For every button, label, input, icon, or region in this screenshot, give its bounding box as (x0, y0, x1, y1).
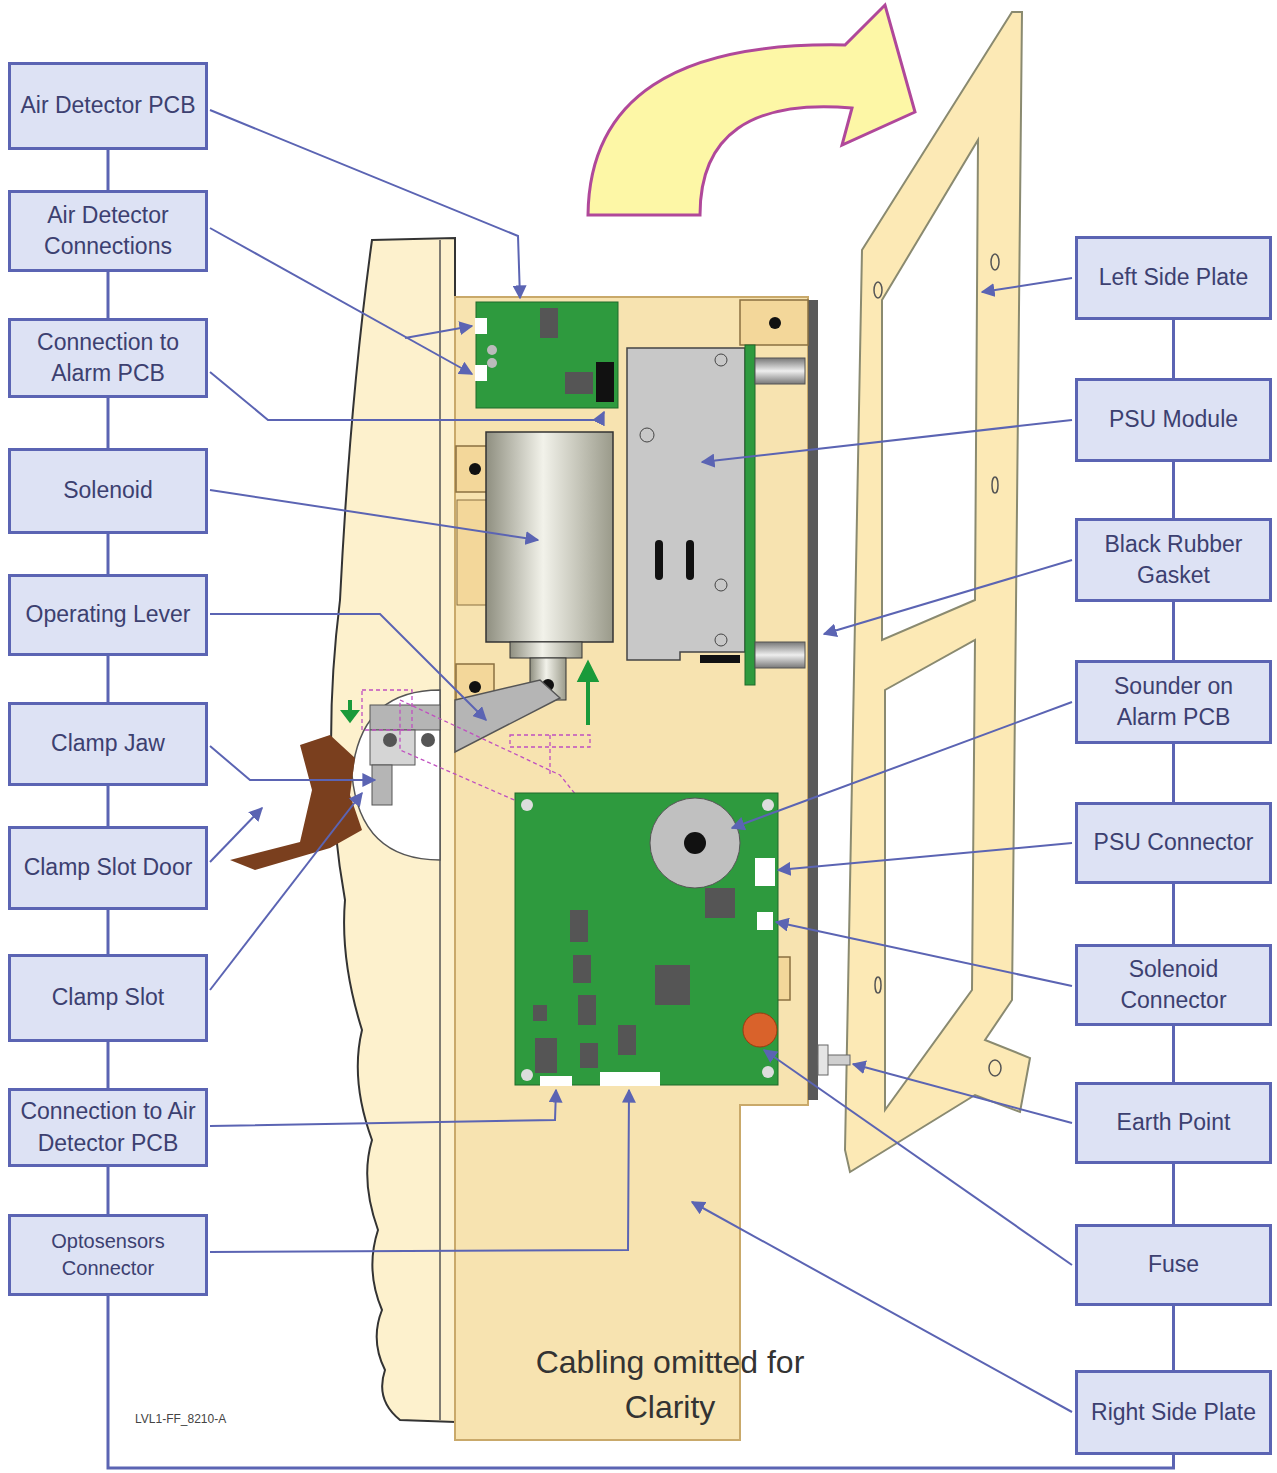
frame-line (107, 786, 110, 826)
frame-line (1172, 602, 1175, 660)
callout-box: Left Side Plate (1075, 236, 1272, 320)
callout-text: Fuse (1148, 1249, 1199, 1280)
callout-box: Clamp Slot (8, 954, 208, 1042)
callout-box: Clamp Jaw (8, 702, 208, 786)
frame-line (1172, 320, 1175, 378)
leader-lines (210, 110, 1072, 1412)
callout-text: PSU Connector (1094, 827, 1254, 858)
callout-box: Operating Lever (8, 574, 208, 656)
callout-box: PSU Module (1075, 378, 1272, 462)
frame-line (1172, 1164, 1175, 1224)
callout-box: Right Side Plate (1075, 1370, 1272, 1455)
earth-point (818, 1045, 850, 1075)
figure-code: LVL1-FF_8210-A (135, 1412, 285, 1426)
callout-box: Solenoid (8, 448, 208, 534)
callout-text: Solenoid (63, 475, 153, 506)
callout-text: Air Detector Connections (16, 200, 200, 262)
callout-box: Air Detector Connections (8, 190, 208, 272)
right-side-plate (455, 297, 808, 1440)
frame-line (107, 1042, 110, 1088)
frame-line (1172, 744, 1175, 802)
callout-box: Black Rubber Gasket (1075, 518, 1272, 602)
callout-box: Fuse (1075, 1224, 1272, 1306)
callout-box: Optosensors Connector (8, 1214, 208, 1296)
frame-line (107, 1167, 110, 1214)
callout-box: Earth Point (1075, 1082, 1272, 1164)
frame-line (1172, 884, 1175, 944)
solenoid (457, 432, 613, 700)
callout-text: Right Side Plate (1091, 1397, 1256, 1428)
callout-box: Air Detector PCB (8, 62, 208, 150)
callout-text: Connection to Air Detector PCB (16, 1096, 200, 1158)
frame-line (107, 656, 110, 702)
frame-line (107, 910, 110, 954)
alarm-pcb (515, 793, 778, 1086)
frame-line (1172, 1026, 1175, 1082)
callout-box: Connection to Alarm PCB (8, 318, 208, 398)
callout-box: Clamp Slot Door (8, 826, 208, 910)
callout-box: Solenoid Connector (1075, 944, 1272, 1026)
callout-text: Operating Lever (26, 599, 191, 630)
callout-text: Connection to Alarm PCB (16, 327, 200, 389)
frame-line (108, 1296, 1174, 1468)
callout-text: Clamp Jaw (51, 728, 165, 759)
callout-text: Black Rubber Gasket (1083, 529, 1264, 591)
rubber-gasket (808, 300, 818, 1100)
note-text: Cabling omitted for Clarity (505, 1340, 835, 1430)
frame-line (1172, 462, 1175, 518)
callout-text: Left Side Plate (1099, 262, 1249, 293)
callout-text: Clamp Slot (52, 982, 164, 1013)
callout-box: Connection to Air Detector PCB (8, 1088, 208, 1167)
rotation-arrow (588, 5, 915, 215)
callout-text: Solenoid Connector (1083, 954, 1264, 1016)
frame-line (107, 398, 110, 448)
callout-text: PSU Module (1109, 404, 1238, 435)
callout-text: Optosensors Connector (16, 1228, 200, 1282)
psu-module (627, 345, 805, 685)
air-detector-pcb (475, 302, 618, 408)
frame-line (107, 272, 110, 318)
callout-box: Sounder on Alarm PCB (1075, 660, 1272, 744)
frame-line (107, 150, 110, 190)
operating-lever (455, 680, 560, 752)
callout-box: PSU Connector (1075, 802, 1272, 884)
callout-text: Earth Point (1117, 1107, 1231, 1138)
frame-line (107, 534, 110, 574)
callout-text: Air Detector PCB (20, 90, 195, 121)
callout-text: Sounder on Alarm PCB (1083, 671, 1264, 733)
callout-text: Clamp Slot Door (24, 852, 193, 883)
left-side-plate (845, 12, 1030, 1172)
